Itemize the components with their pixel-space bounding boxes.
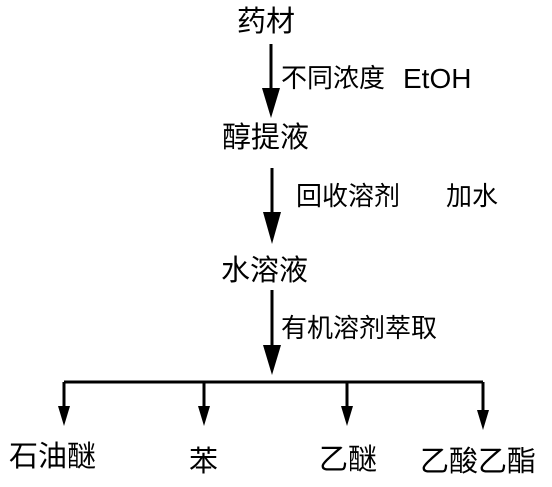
product-petroleum-ether: 石油醚 [9, 439, 97, 473]
arrowhead-2 [263, 212, 281, 244]
arrowhead-3 [263, 345, 281, 375]
product-benzene: 苯 [189, 444, 219, 478]
edge-label-add-water: 加水 [446, 182, 499, 212]
edge-label-organic-extraction: 有机溶剂萃取 [281, 314, 438, 344]
node-alcohol-extract: 醇提液 [222, 120, 310, 154]
arrowhead-1 [262, 88, 280, 118]
branch-arrowhead-3 [341, 406, 353, 426]
branch-arrowhead-1 [58, 406, 70, 426]
node-raw-material: 药材 [237, 4, 296, 38]
node-aqueous-solution: 水溶液 [221, 253, 309, 287]
branch-arrowhead-4 [477, 410, 489, 430]
product-ethyl-acetate: 乙酸乙酯 [420, 444, 537, 478]
edge-label-etoh: EtOH [403, 63, 472, 94]
edge-label-concentration: 不同浓度 [281, 64, 386, 94]
product-ether: 乙醚 [319, 442, 378, 476]
branch-arrowhead-2 [198, 406, 210, 426]
edge-label-recover-solvent: 回收溶剂 [296, 182, 401, 212]
